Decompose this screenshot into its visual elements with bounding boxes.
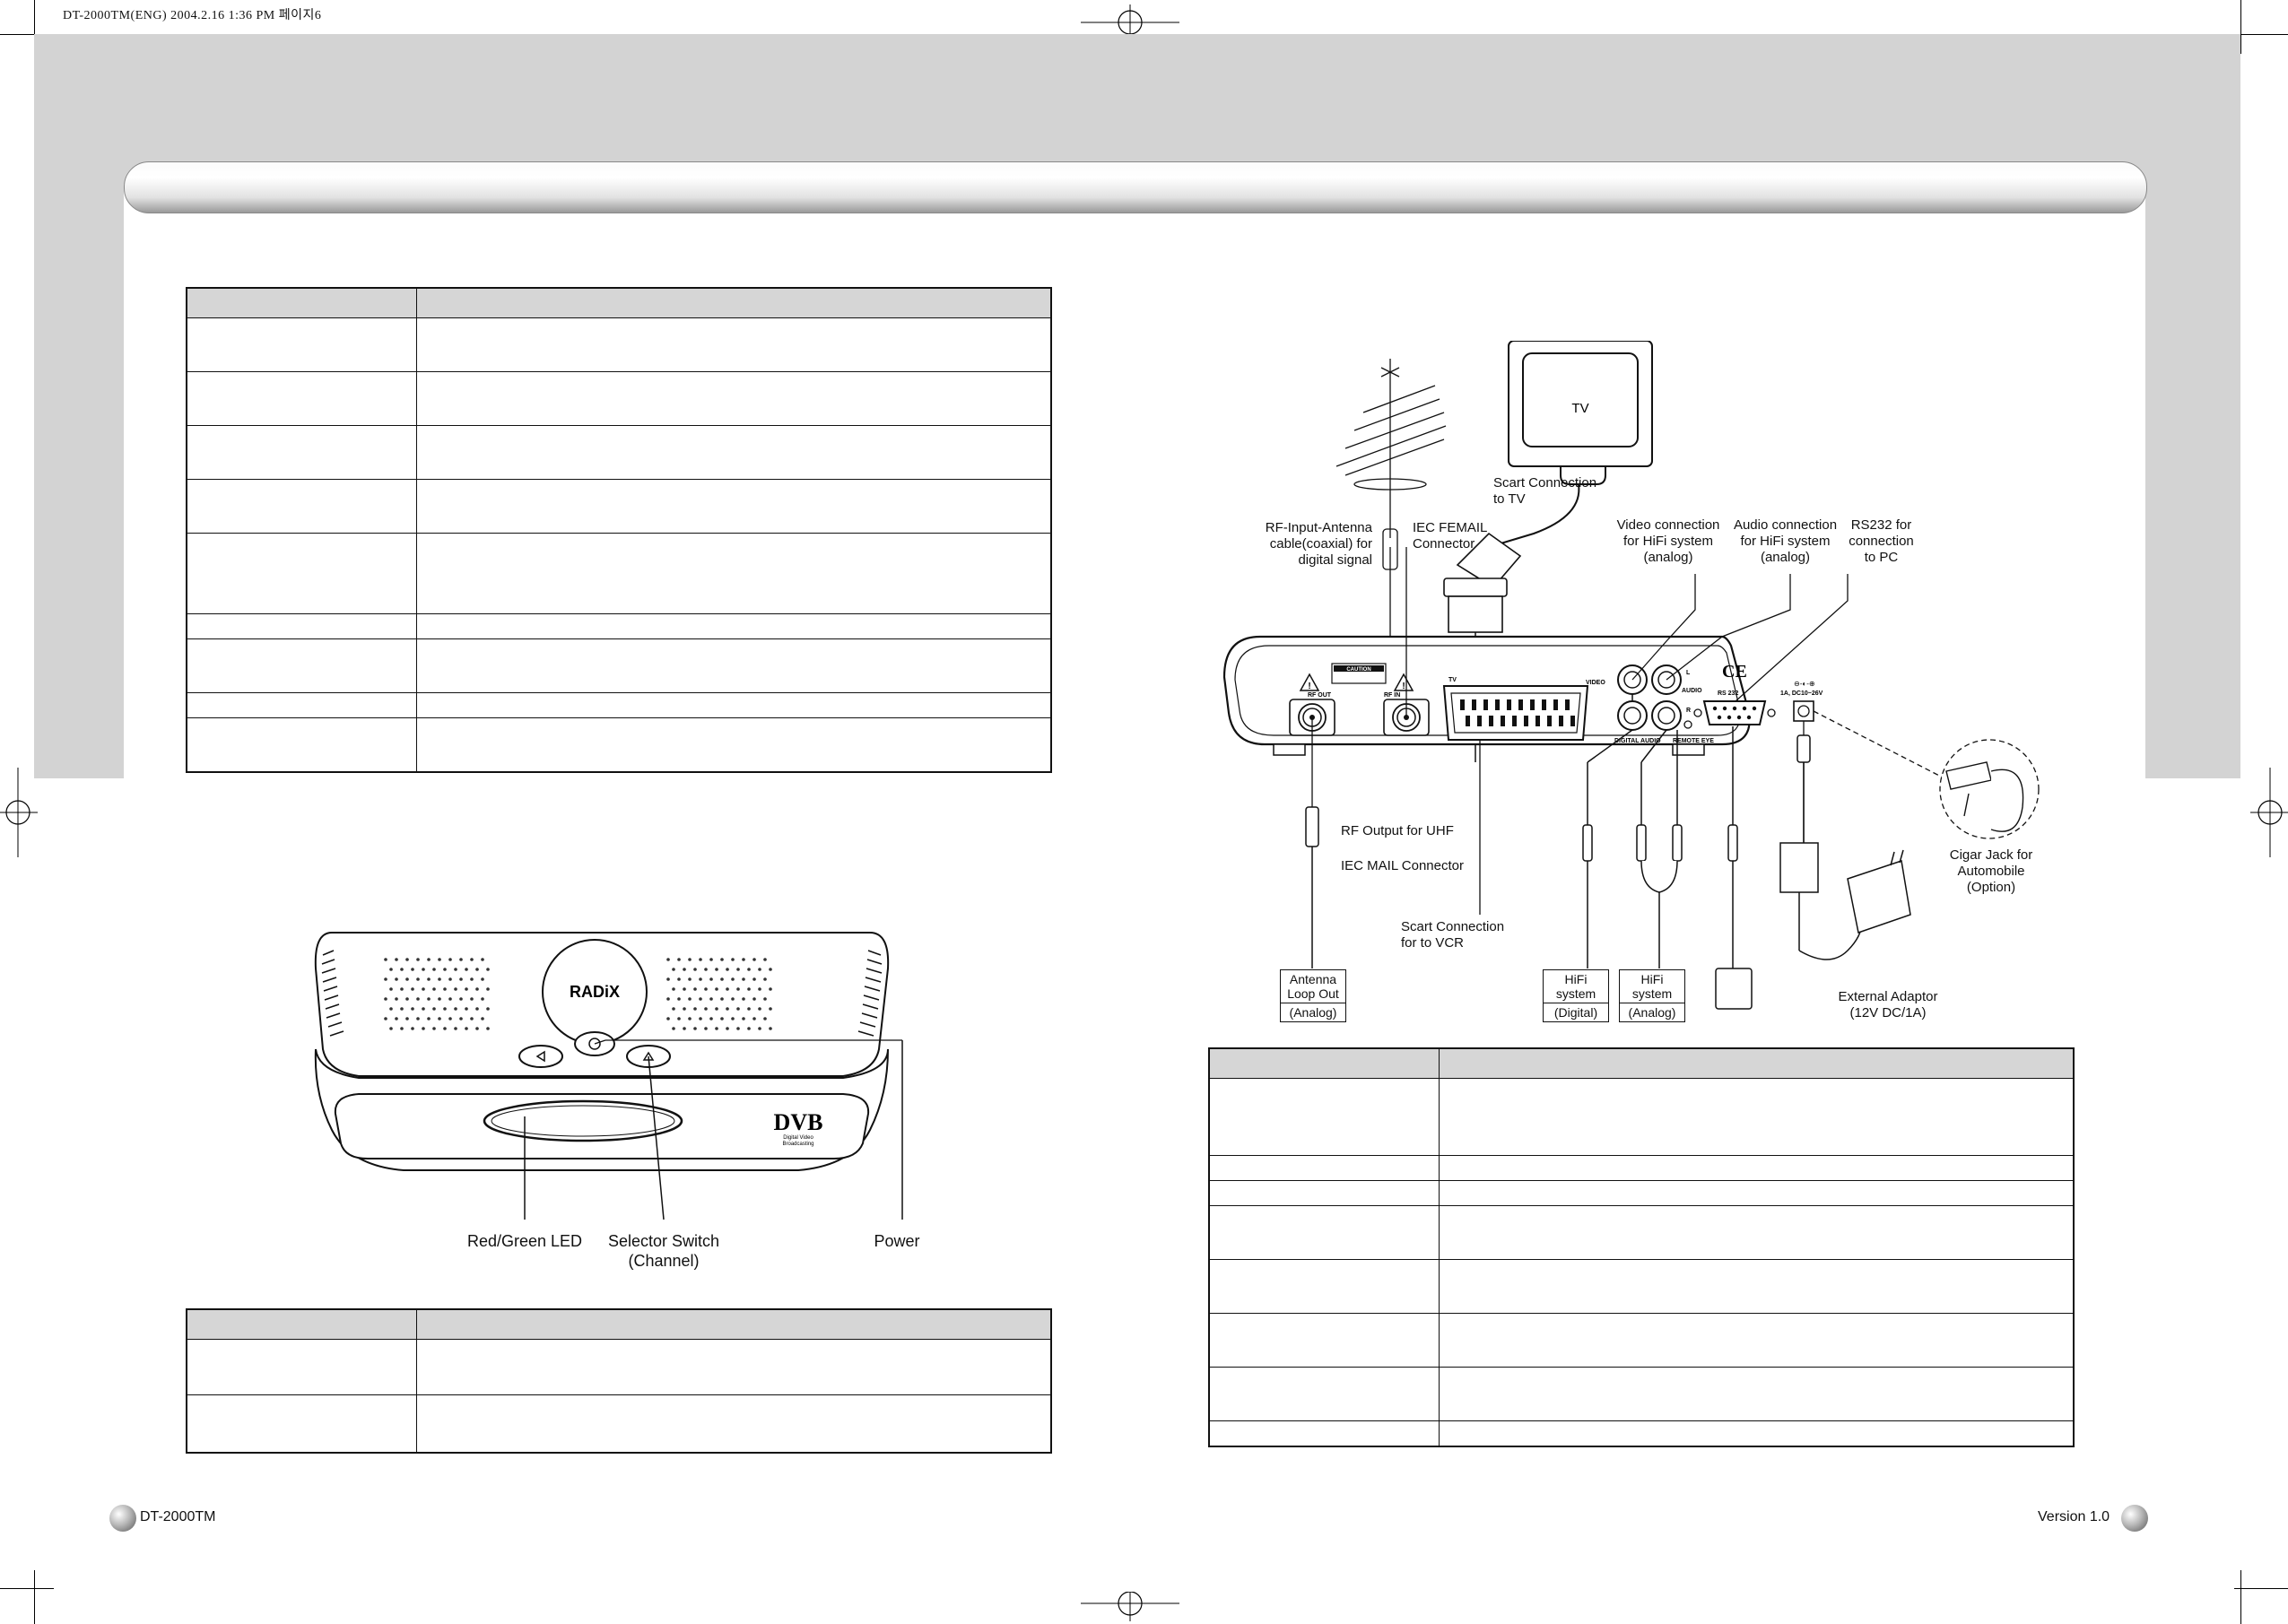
adaptor-callout: External Adaptor (12V DC/1A) [1838,989,1938,1020]
iec-female-callout: IEC FEMAIL Connector [1413,520,1488,551]
channel-down-button[interactable] [518,1045,563,1068]
audio-connection-callout: Audio connection for HiFi system (analog… [1733,517,1838,565]
svg-text:Broadcasting: Broadcasting [782,1142,813,1147]
cigar-jack-callout: Cigar Jack for Automobile (Option) [1949,847,2033,895]
rs232-port [1702,700,1767,725]
crop-mark [0,1588,54,1589]
power-callout: Power [874,1232,920,1250]
rs232-port-label: RS 232 [1718,690,1738,697]
footer-model: DT-2000TM [140,1509,216,1524]
crop-mark [34,0,35,54]
hifi-analog-box: HiFi system (Analog) [1619,969,1685,1022]
ce-mark: CE [1722,662,1747,682]
iec-male-callout: IEC MAIL Connector [1341,858,1464,873]
spec-table-top-left [186,287,1052,773]
brand-logo: RADiX [570,983,620,1001]
crop-mark [2234,34,2288,35]
svg-text:!: ! [1308,682,1310,691]
digital-audio-rca-port [1617,700,1648,731]
crop-mark [0,34,54,35]
rf-out-label: RF OUT [1308,692,1332,699]
svg-text:⊖-◐-⊕: ⊖-◐-⊕ [1794,680,1815,688]
audio-label: AUDIO [1682,688,1702,694]
svg-text:Digital Video: Digital Video [783,1135,813,1141]
spec-table-right [1208,1047,2075,1447]
antenna-loop-box: Antenna Loop Out (Analog) [1280,969,1346,1022]
audio-l-label: L [1686,670,1691,676]
scart-plug-icon [1443,532,1522,633]
rear-connection-diagram: TV ! ! RF OUT RF IN CAUTION TV VIDEO L A… [1222,341,2040,1010]
footer-bullet-icon [109,1505,136,1532]
rf-in-label: RF IN [1384,692,1400,699]
tv-label: TV [1571,401,1588,416]
front-panel-illustration: RADiX DVB Digital Video Broadcasting [314,932,903,1220]
selector-callout: Selector Switch (Channel) [607,1232,720,1270]
footer-version: Version 1.0 [2038,1509,2110,1524]
dvb-logo: DVB [774,1109,823,1135]
caution-label: CAUTION [1346,667,1370,673]
video-label: VIDEO [1586,680,1605,686]
rs232-callout: RS232 for connection to PC [1849,517,1914,565]
title-bar [124,161,2147,213]
scart-tv-callout: Scart Connection to TV [1493,475,1597,507]
crop-mark [2240,0,2241,54]
video-connection-callout: Video connection for HiFi system (analog… [1616,517,1720,565]
digital-audio-label: DIGITAL AUDIO [1614,738,1661,744]
spec-table-bottom-left [186,1308,1052,1454]
scart-vcr-callout: Scart Connection for to VCR [1401,919,1505,951]
remote-eye-jack [1683,720,1692,729]
crop-mark [2240,1570,2241,1624]
dc-label: 1A, DC10~26V [1780,690,1823,697]
scart-port [1442,685,1589,741]
crop-mark [2234,1588,2288,1589]
rf-output-callout: RF Output for UHF [1341,823,1454,838]
cigar-jack-icon [1939,739,2040,839]
remote-eye-label: REMOTE EYE [1673,738,1714,744]
rf-input-callout: RF-Input-Antenna cable(coaxial) for digi… [1265,520,1372,568]
warning-icon [1393,673,1414,691]
power-adaptor-icon [1779,734,1911,960]
warning-icon [1299,673,1320,691]
hifi-digital-box: HiFi system (Digital) [1543,969,1609,1022]
registration-mark [0,768,38,857]
registration-mark [2250,768,2288,857]
led-callout: Red/Green LED [466,1232,583,1250]
audio-r-label: R [1686,708,1691,714]
print-slug: DT-2000TM(ENG) 2004.2.16 1:36 PM 페이지6 [63,9,322,22]
audio-r-rca-port [1651,700,1682,731]
svg-text:!: ! [1402,682,1405,691]
crop-mark [34,1570,35,1624]
tv-icon [1508,341,1653,485]
dc-jack [1793,700,1814,722]
footer-bullet-icon [2121,1505,2148,1532]
tv-port-label: TV [1448,677,1457,683]
